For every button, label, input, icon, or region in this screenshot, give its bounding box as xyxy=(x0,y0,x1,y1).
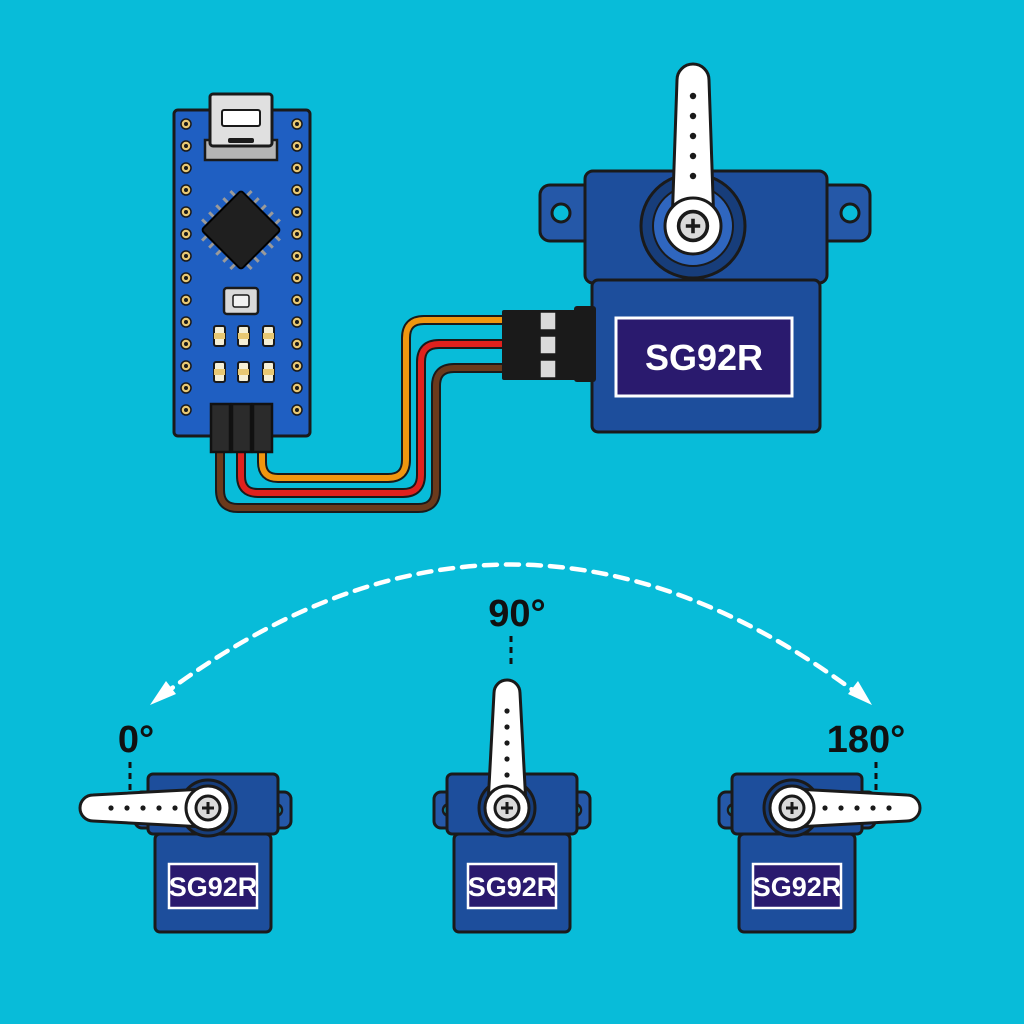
servo-cable-boot xyxy=(574,306,596,382)
servo-position-90: SG92R xyxy=(432,680,592,934)
mount-hole-right xyxy=(839,202,861,224)
servo-horn xyxy=(663,62,723,256)
signal-wire xyxy=(259,317,505,481)
angle-label-0: 0° xyxy=(118,719,154,761)
main-servo: SG92R xyxy=(502,62,872,434)
servo-90-horn xyxy=(485,680,529,830)
smd-components xyxy=(213,325,275,383)
angle-ticks xyxy=(128,636,878,790)
arrow-right-head xyxy=(848,681,872,705)
servo-180-label: SG92R xyxy=(753,872,842,902)
mount-hole-left xyxy=(550,202,572,224)
servo-90-label: SG92R xyxy=(468,872,557,902)
servo-model-label: SG92R xyxy=(645,337,763,378)
servo-position-0: SG92R xyxy=(80,772,293,934)
arrow-left-head xyxy=(150,681,176,705)
servo-0-label: SG92R xyxy=(169,872,258,902)
ground-wire xyxy=(217,365,505,511)
angle-label-90: 90° xyxy=(488,593,545,635)
angle-label-180: 180° xyxy=(827,719,906,761)
power-wire xyxy=(238,341,505,496)
servo-wires xyxy=(215,315,507,513)
servo-position-180: SG92R xyxy=(717,772,920,934)
servo-connector xyxy=(502,310,576,380)
servo-0-horn xyxy=(80,786,230,830)
board-header-connector xyxy=(209,402,274,454)
rotation-arc xyxy=(150,562,872,705)
servo-180-horn xyxy=(770,786,920,830)
reset-button xyxy=(222,286,260,316)
microcontroller-board xyxy=(172,92,312,438)
microcontroller-chip xyxy=(201,190,281,270)
usb-connector xyxy=(203,92,279,162)
